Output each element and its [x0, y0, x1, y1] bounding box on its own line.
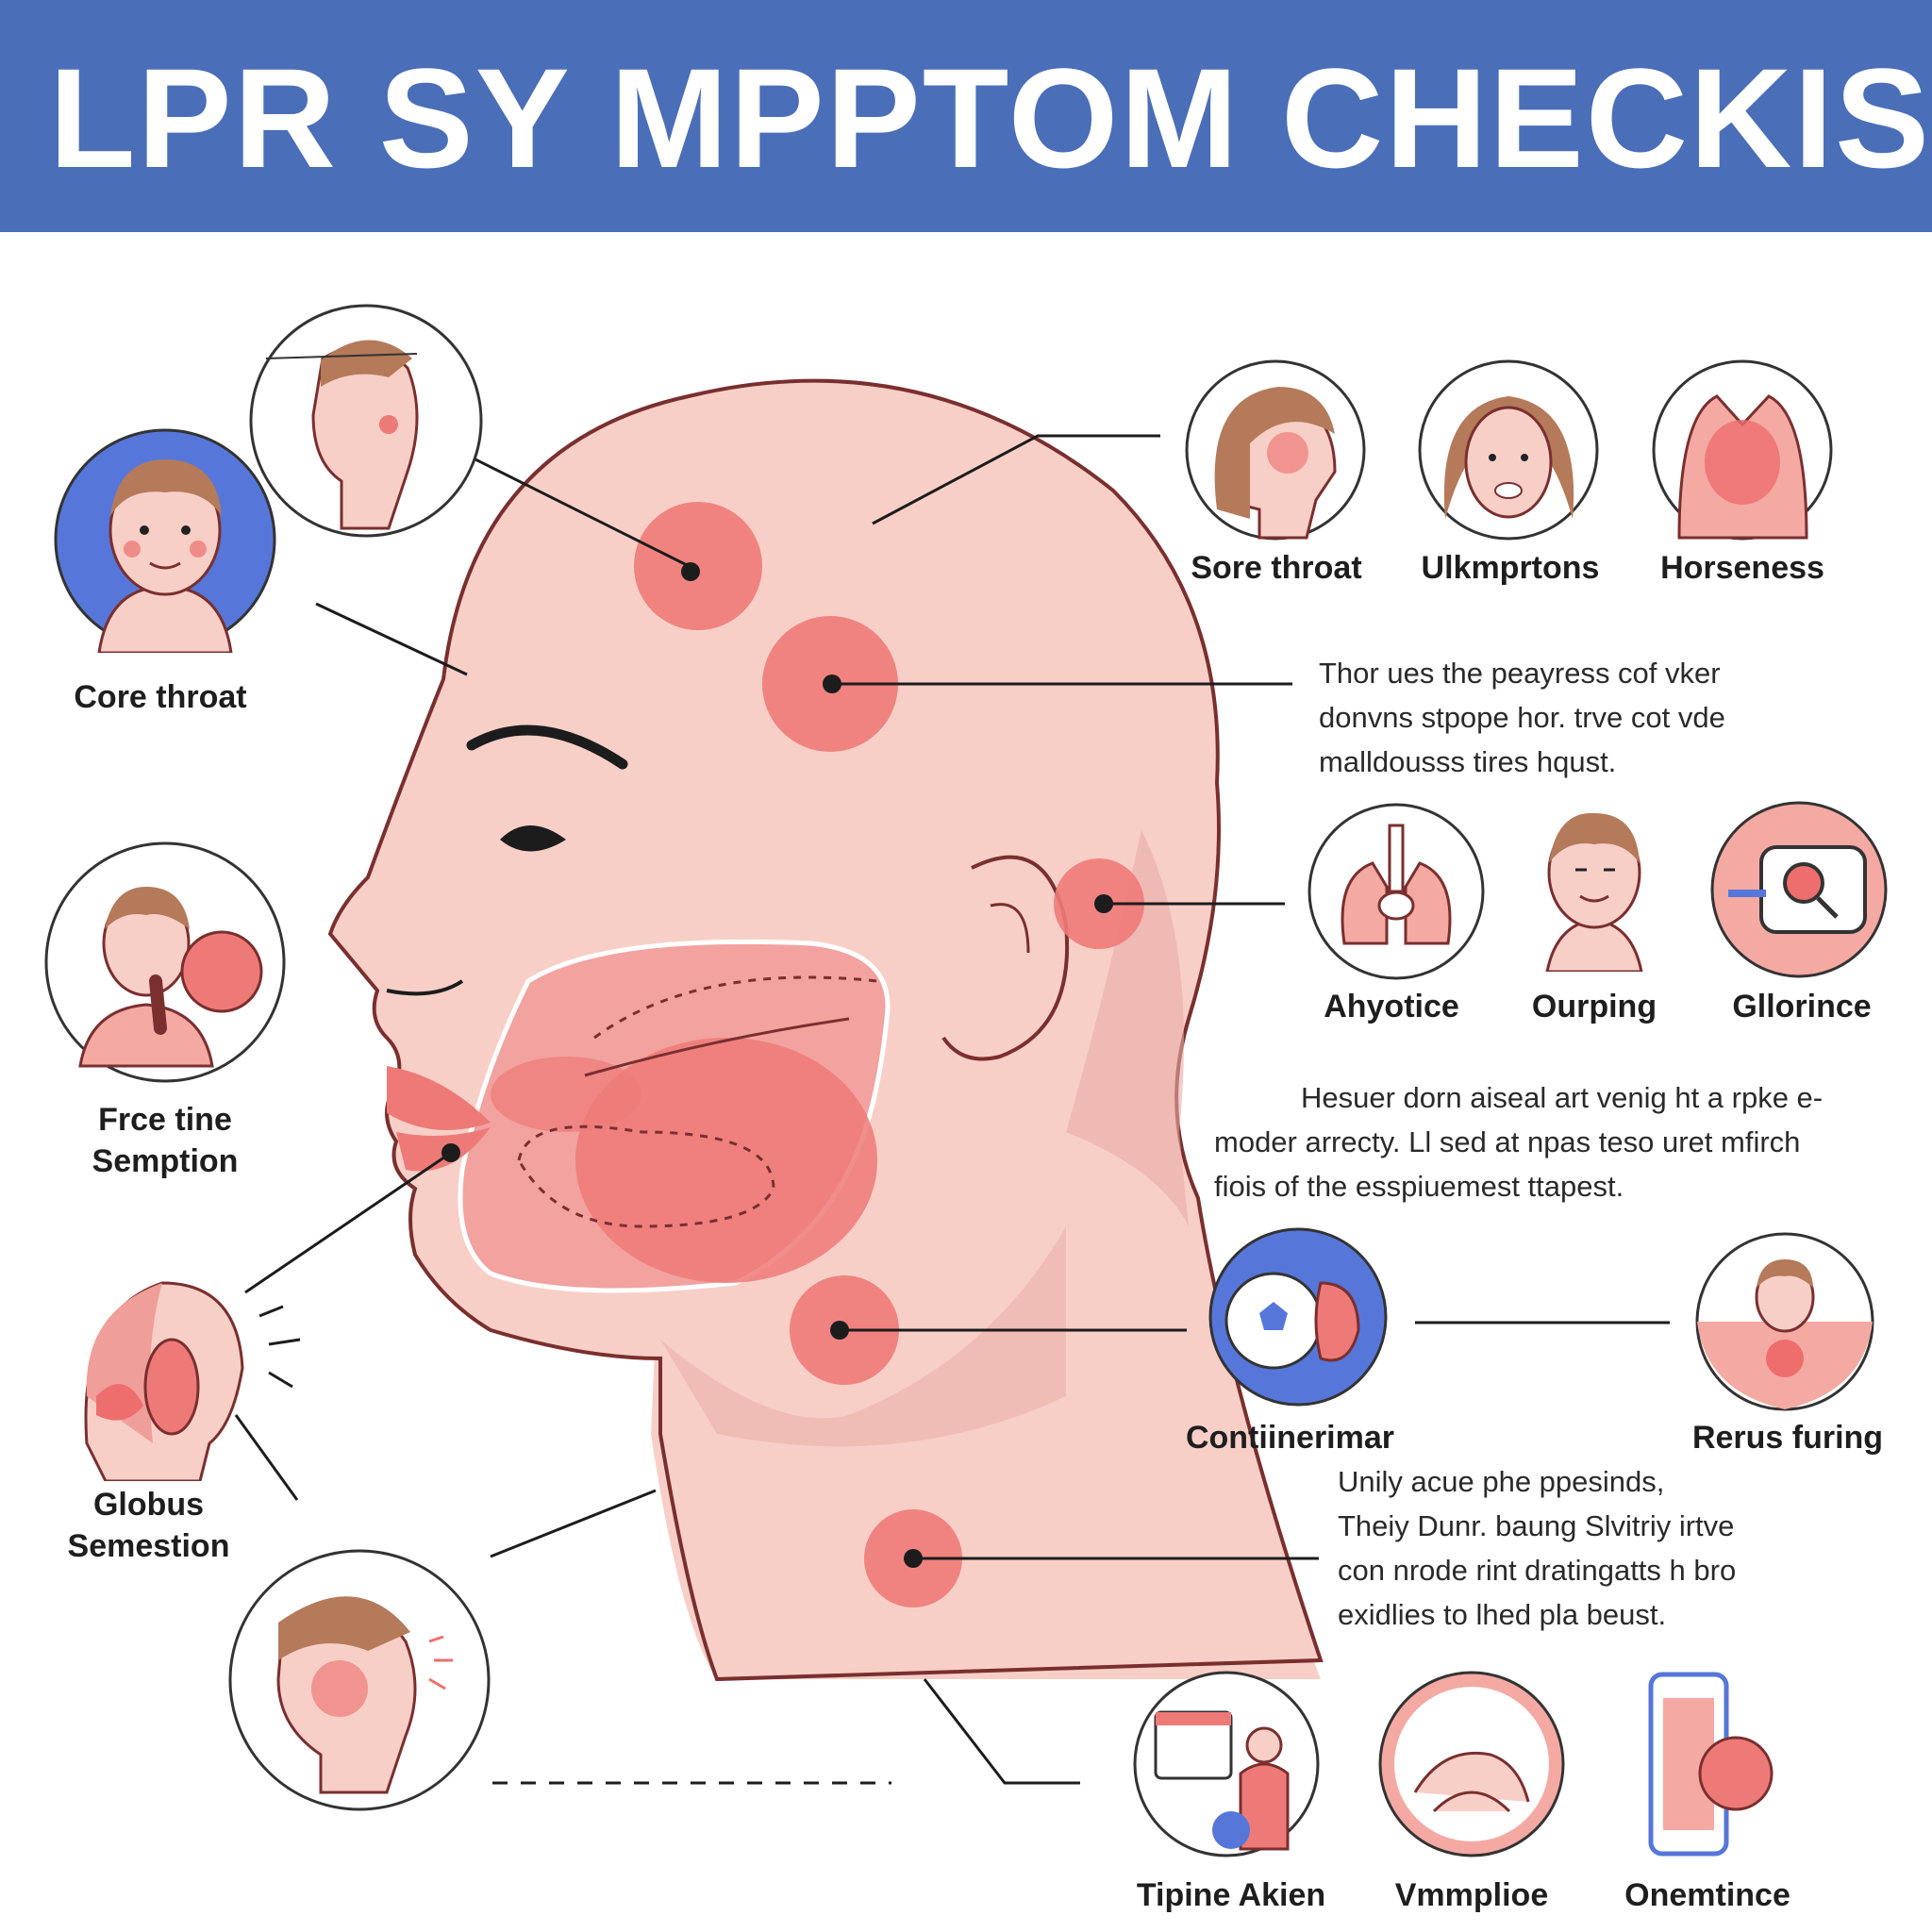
- magnifier-chat-icon: [1710, 801, 1888, 978]
- doctor-chart-icon: [1133, 1671, 1320, 1857]
- bottom-label-3: Onemtince: [1624, 1877, 1790, 1913]
- pair-label-2: Rerus furing: [1691, 1420, 1884, 1456]
- man-face-icon: [54, 428, 276, 653]
- woman-profile-icon: [1185, 359, 1366, 541]
- head-anatomy-icon: [84, 1281, 244, 1481]
- mid-label-1: Ahyotice: [1324, 989, 1459, 1024]
- woman-face-icon: [1418, 359, 1599, 541]
- mid-label-3: Gllorince: [1732, 989, 1872, 1024]
- hands-chest-icon: [1378, 1671, 1565, 1857]
- eye: [500, 825, 566, 852]
- title-banner: LPR SY MPPTOM CHECKIST: [0, 0, 1932, 232]
- eyebrow: [466, 724, 628, 770]
- top-label-3: Horseness: [1660, 550, 1824, 586]
- hand-to-mouth-icon: [44, 841, 286, 1083]
- top-label-2: Ulkmprtons: [1421, 550, 1600, 586]
- left-label-2: Frce tine Semption: [92, 1102, 239, 1179]
- top-label-1: Sore throat: [1191, 550, 1362, 586]
- connector-lines: [234, 434, 1670, 1785]
- inflammation-spots: [441, 502, 1144, 1607]
- inflamed-person-icon: [1695, 1232, 1874, 1411]
- face-rash-icon: [228, 1549, 491, 1811]
- description-1: Thor ues the peayress cof vker donvns st…: [1319, 657, 1725, 778]
- profile-cheek-icon: [249, 304, 483, 538]
- page-title: LPR SY MPPTOM CHECKIST: [49, 39, 1932, 197]
- soccer-stomach-icon: [1208, 1227, 1388, 1407]
- lips: [387, 1066, 491, 1130]
- ear: [941, 855, 1070, 1061]
- phone-device-icon: [1648, 1672, 1774, 1857]
- bottom-label-1: Tipine Akien: [1136, 1877, 1326, 1913]
- lungs-icon: [1307, 803, 1485, 980]
- pair-label-1: Contiinerimar: [1185, 1420, 1395, 1456]
- left-label-1: Core throat: [74, 679, 247, 715]
- calm-face-icon: [1545, 812, 1643, 972]
- mid-label-2: Ourping: [1531, 989, 1657, 1024]
- description-2: Hesuer dorn aiseal art venig ht a rpke e…: [1214, 1081, 1824, 1203]
- description-3: Unily acue phe ppesinds, Theiy Dunr. bau…: [1338, 1465, 1737, 1631]
- inflamed-torso-icon: [1652, 359, 1833, 541]
- bottom-label-2: Vmmplioe: [1394, 1877, 1549, 1913]
- left-label-3: Globus Semestion: [67, 1487, 230, 1564]
